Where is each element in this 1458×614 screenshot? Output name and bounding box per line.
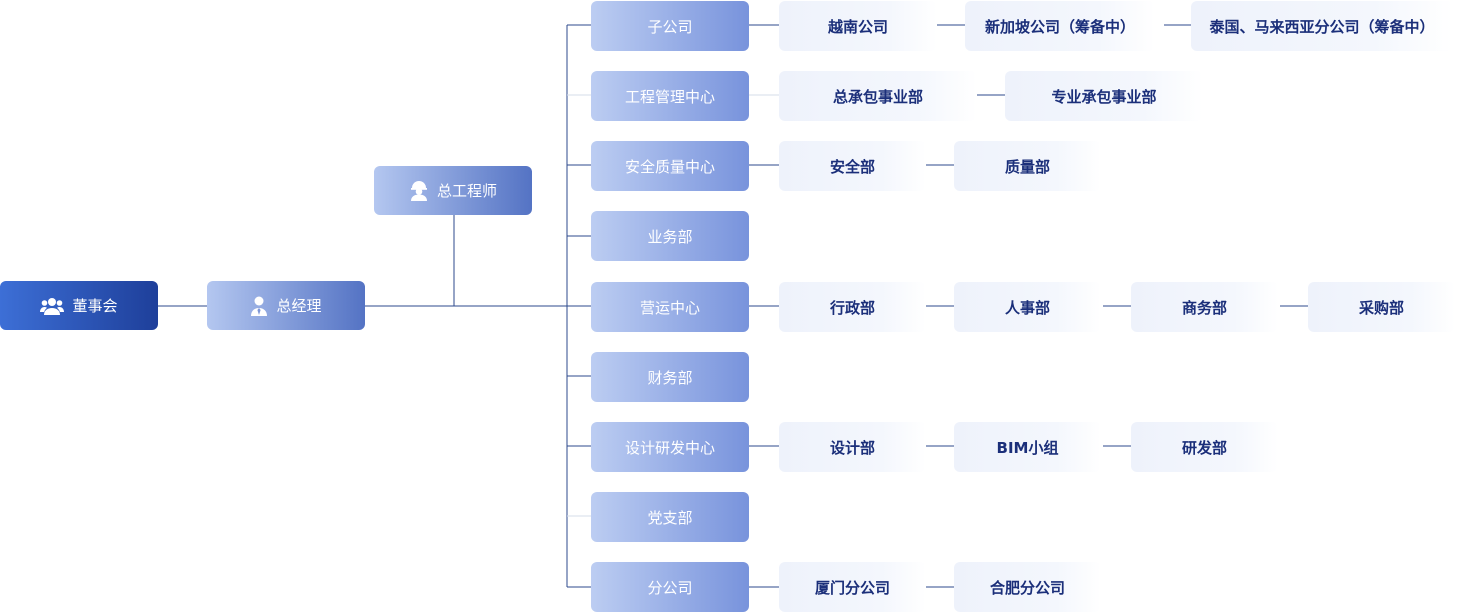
board-node: 董事会 bbox=[0, 281, 158, 330]
gm-label: 总经理 bbox=[276, 297, 322, 315]
sub-bim-team: BIM小组 bbox=[954, 422, 1101, 472]
people-icon bbox=[40, 296, 65, 316]
ce-label: 总工程师 bbox=[436, 182, 497, 200]
sub-procurement: 采购部 bbox=[1308, 282, 1455, 332]
dept-safety-quality-center: 安全质量中心 bbox=[591, 141, 749, 191]
dept-finance: 财务部 bbox=[591, 352, 749, 402]
dept-branches: 分公司 bbox=[591, 562, 749, 612]
sub-administration: 行政部 bbox=[779, 282, 926, 332]
sub-thailand-malaysia: 泰国、马来西亚分公司（筹备中） bbox=[1191, 1, 1453, 51]
sub-hefei-branch: 合肥分公司 bbox=[954, 562, 1101, 612]
sub-design: 设计部 bbox=[779, 422, 926, 472]
chief-engineer-node: 总工程师 bbox=[374, 166, 532, 215]
sub-commerce: 商务部 bbox=[1131, 282, 1278, 332]
org-connectors bbox=[158, 24, 1308, 588]
sub-hr: 人事部 bbox=[954, 282, 1101, 332]
sub-singapore: 新加坡公司（筹备中） bbox=[965, 1, 1155, 51]
sub-safety: 安全部 bbox=[779, 141, 926, 191]
sub-specialty-contracting: 专业承包事业部 bbox=[1005, 71, 1203, 121]
sub-xiamen-branch: 厦门分公司 bbox=[779, 562, 926, 612]
dept-party-branch: 党支部 bbox=[591, 492, 749, 542]
sub-quality: 质量部 bbox=[954, 141, 1101, 191]
board-label: 董事会 bbox=[72, 297, 118, 315]
sub-rd: 研发部 bbox=[1131, 422, 1278, 472]
person-icon bbox=[250, 296, 268, 316]
dept-design-rd-center: 设计研发中心 bbox=[591, 422, 749, 472]
dept-subsidiary: 子公司 bbox=[591, 1, 749, 51]
engineer-helmet-icon bbox=[409, 180, 429, 201]
dept-operations-center: 营运中心 bbox=[591, 282, 749, 332]
general-manager-node: 总经理 bbox=[207, 281, 365, 330]
sub-vietnam: 越南公司 bbox=[779, 1, 937, 51]
dept-business: 业务部 bbox=[591, 211, 749, 261]
sub-general-contracting: 总承包事业部 bbox=[779, 71, 977, 121]
dept-engineering-center: 工程管理中心 bbox=[591, 71, 749, 121]
